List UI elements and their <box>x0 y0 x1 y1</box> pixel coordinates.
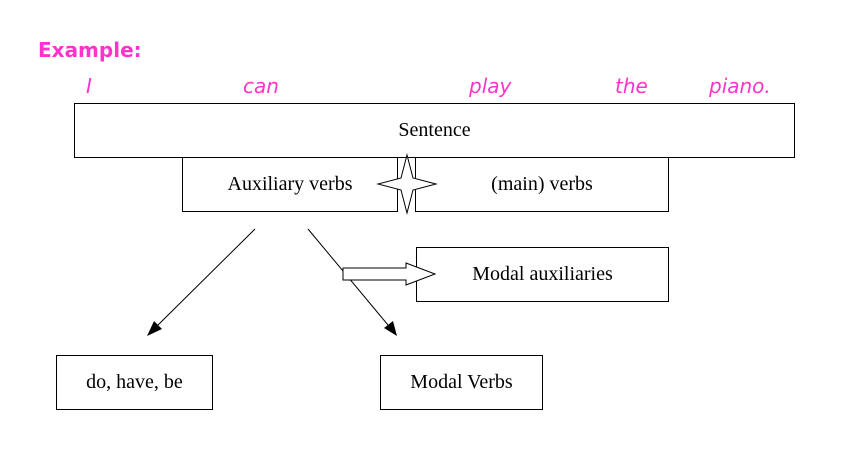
modal-verbs-box: Modal Verbs <box>380 355 543 410</box>
example-word-piano: piano. <box>709 74 771 98</box>
arrowhead-to-modal-verbs-icon <box>384 321 397 336</box>
example-word-can: can <box>243 74 279 98</box>
main-verbs-box: (main) verbs <box>415 157 669 212</box>
example-heading: Example: <box>38 38 142 62</box>
example-word-the: the <box>615 74 648 98</box>
example-word-play: play <box>469 74 512 98</box>
modal-auxiliaries-box: Modal auxiliaries <box>416 247 669 302</box>
do-have-be-box: do, have, be <box>56 355 213 410</box>
sentence-box: Sentence <box>74 103 795 158</box>
example-word-i: I <box>86 74 92 98</box>
arrow-to-modal-verbs-line <box>307 228 389 326</box>
arrowhead-to-do-have-be-icon <box>147 321 162 336</box>
auxiliary-verbs-box: Auxiliary verbs <box>182 157 398 212</box>
arrow-to-do-have-be-line <box>156 228 256 327</box>
